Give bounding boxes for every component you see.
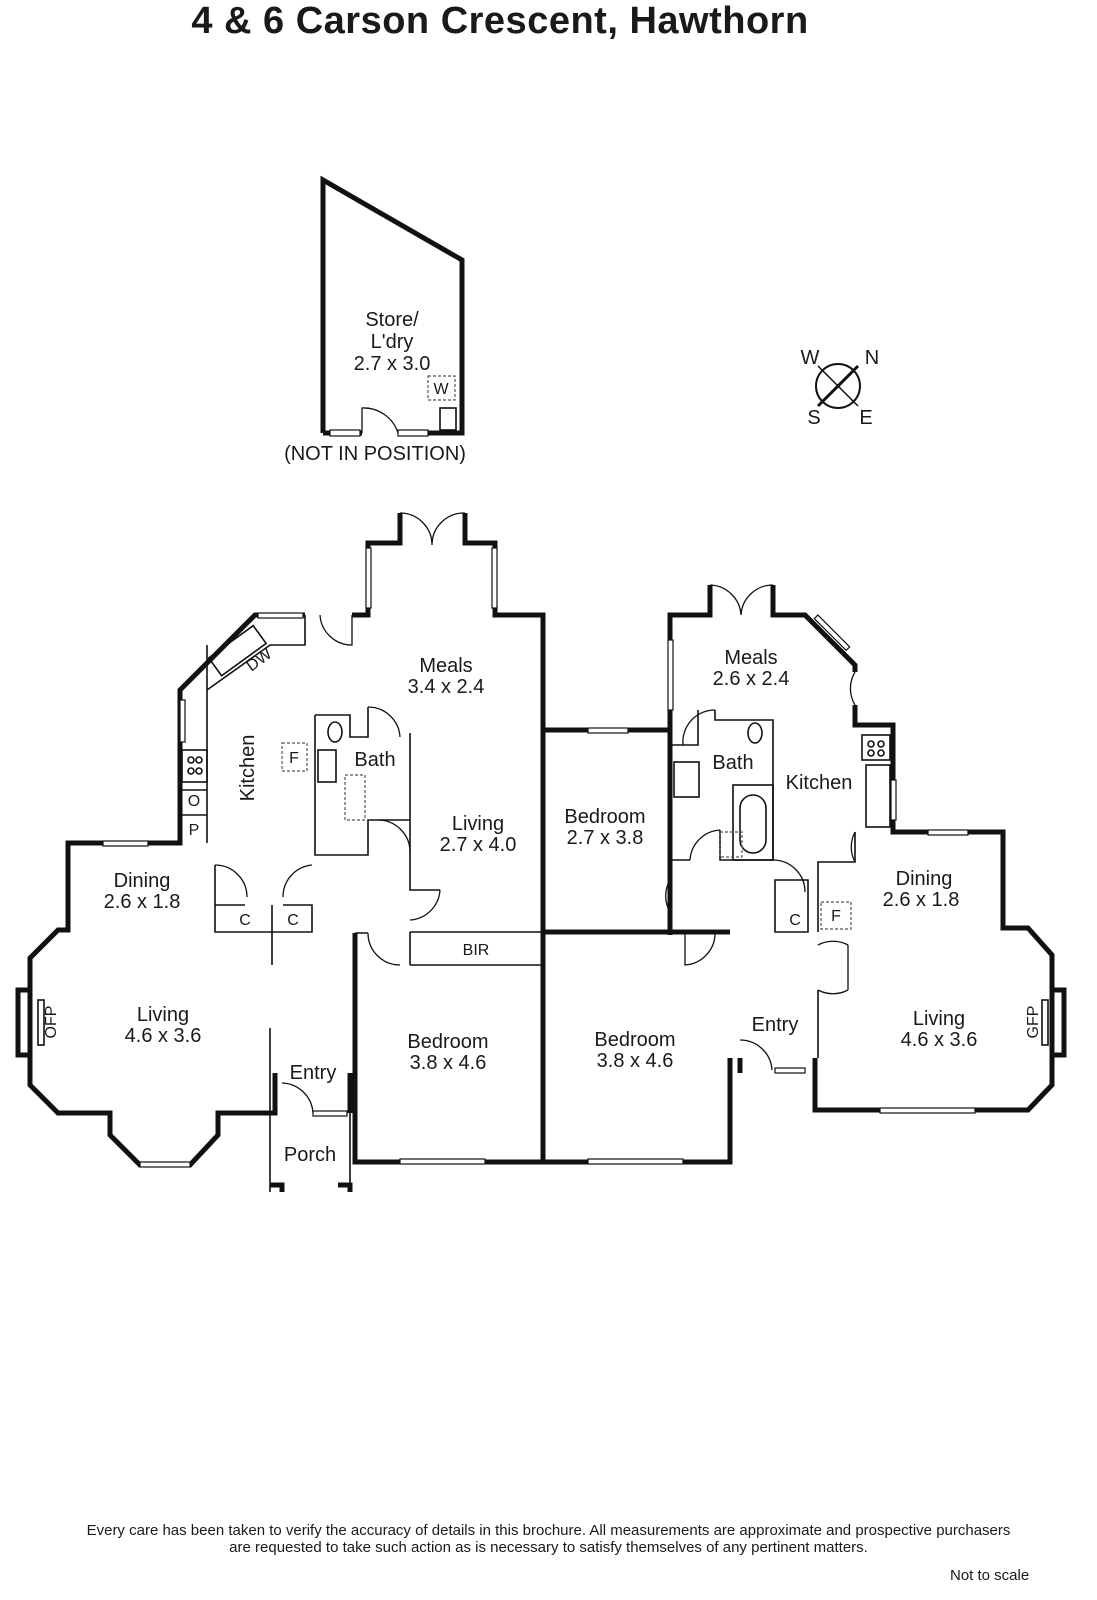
room-name: Kitchen [237, 735, 259, 802]
cupboard-label: C [789, 912, 801, 929]
left-unit-labels: Meals 3.4 x 2.4 Kitchen DW O P F Bath Li… [43, 645, 516, 1166]
room-dims: 4.6 x 3.6 [901, 1029, 978, 1051]
room-dims: 4.6 x 3.6 [125, 1025, 202, 1047]
dishwasher-label: DW [244, 645, 276, 675]
room-dims: 2.6 x 1.8 [104, 891, 181, 913]
room-name: Entry [290, 1062, 337, 1084]
store-laundry: W Store/ L'dry 2.7 x 3.0 (NOT IN POSITIO… [284, 175, 466, 465]
cupboard-label: C [239, 912, 251, 929]
room-dims: 2.7 x 3.8 [567, 827, 644, 849]
compass-w: W [801, 347, 820, 369]
room-name: Bedroom [594, 1029, 675, 1051]
right-unit-walls [543, 584, 1067, 1165]
room-name: Dining [114, 870, 171, 892]
store-dims: 2.7 x 3.0 [354, 353, 431, 375]
room-dims: 2.7 x 4.0 [440, 834, 517, 856]
room-name: Living [452, 813, 504, 835]
compass-s: S [807, 407, 820, 429]
scale-note: Not to scale [950, 1567, 1030, 1584]
room-dims: 3.4 x 2.4 [408, 676, 485, 698]
fridge-label: F [831, 908, 841, 925]
room-dims: 2.6 x 2.4 [713, 668, 790, 690]
room-name: Living [137, 1004, 189, 1026]
store-name2: L'dry [371, 331, 414, 353]
room-name: Dining [896, 868, 953, 890]
room-name: Bath [354, 749, 395, 771]
fireplace-label: OFP [43, 1006, 60, 1039]
pantry-label: P [189, 822, 200, 839]
fireplace-label: GFP [1025, 1006, 1042, 1039]
compass-n: N [865, 347, 879, 369]
store-note: (NOT IN POSITION) [284, 443, 466, 465]
fridge-label: F [289, 750, 299, 767]
right-unit-labels: Meals 2.6 x 2.4 Bath Kitchen F Bedroom 2… [564, 647, 1042, 1072]
room-name: Kitchen [786, 772, 853, 794]
room-name: Meals [419, 655, 472, 677]
disclaimer-line-2: are requested to take such action as is … [229, 1539, 868, 1556]
washer-label: W [433, 381, 449, 398]
disclaimer: Every care has been taken to verify the … [0, 1522, 1097, 1556]
property-title: 4 & 6 Carson Crescent, Hawthorn [191, 0, 809, 42]
bir-label: BIR [463, 942, 490, 959]
room-name: Bedroom [564, 806, 645, 828]
left-unit-walls [15, 512, 546, 1192]
room-name: Living [913, 1008, 965, 1030]
oven-label: O [188, 793, 200, 810]
room-dims: 3.8 x 4.6 [597, 1050, 674, 1072]
room-name: Entry [752, 1014, 799, 1036]
compass-icon: W N S E [801, 347, 880, 429]
compass-e: E [859, 407, 872, 429]
room-dims: 3.8 x 4.6 [410, 1052, 487, 1074]
room-name: Meals [724, 647, 777, 669]
cupboard-label: C [287, 912, 299, 929]
room-dims: 2.6 x 1.8 [883, 889, 960, 911]
disclaimer-line-1: Every care has been taken to verify the … [86, 1522, 1011, 1539]
room-name: Bedroom [407, 1031, 488, 1053]
room-name: Bath [712, 752, 753, 774]
store-name: Store/ [365, 309, 419, 331]
room-name: Porch [284, 1144, 336, 1166]
